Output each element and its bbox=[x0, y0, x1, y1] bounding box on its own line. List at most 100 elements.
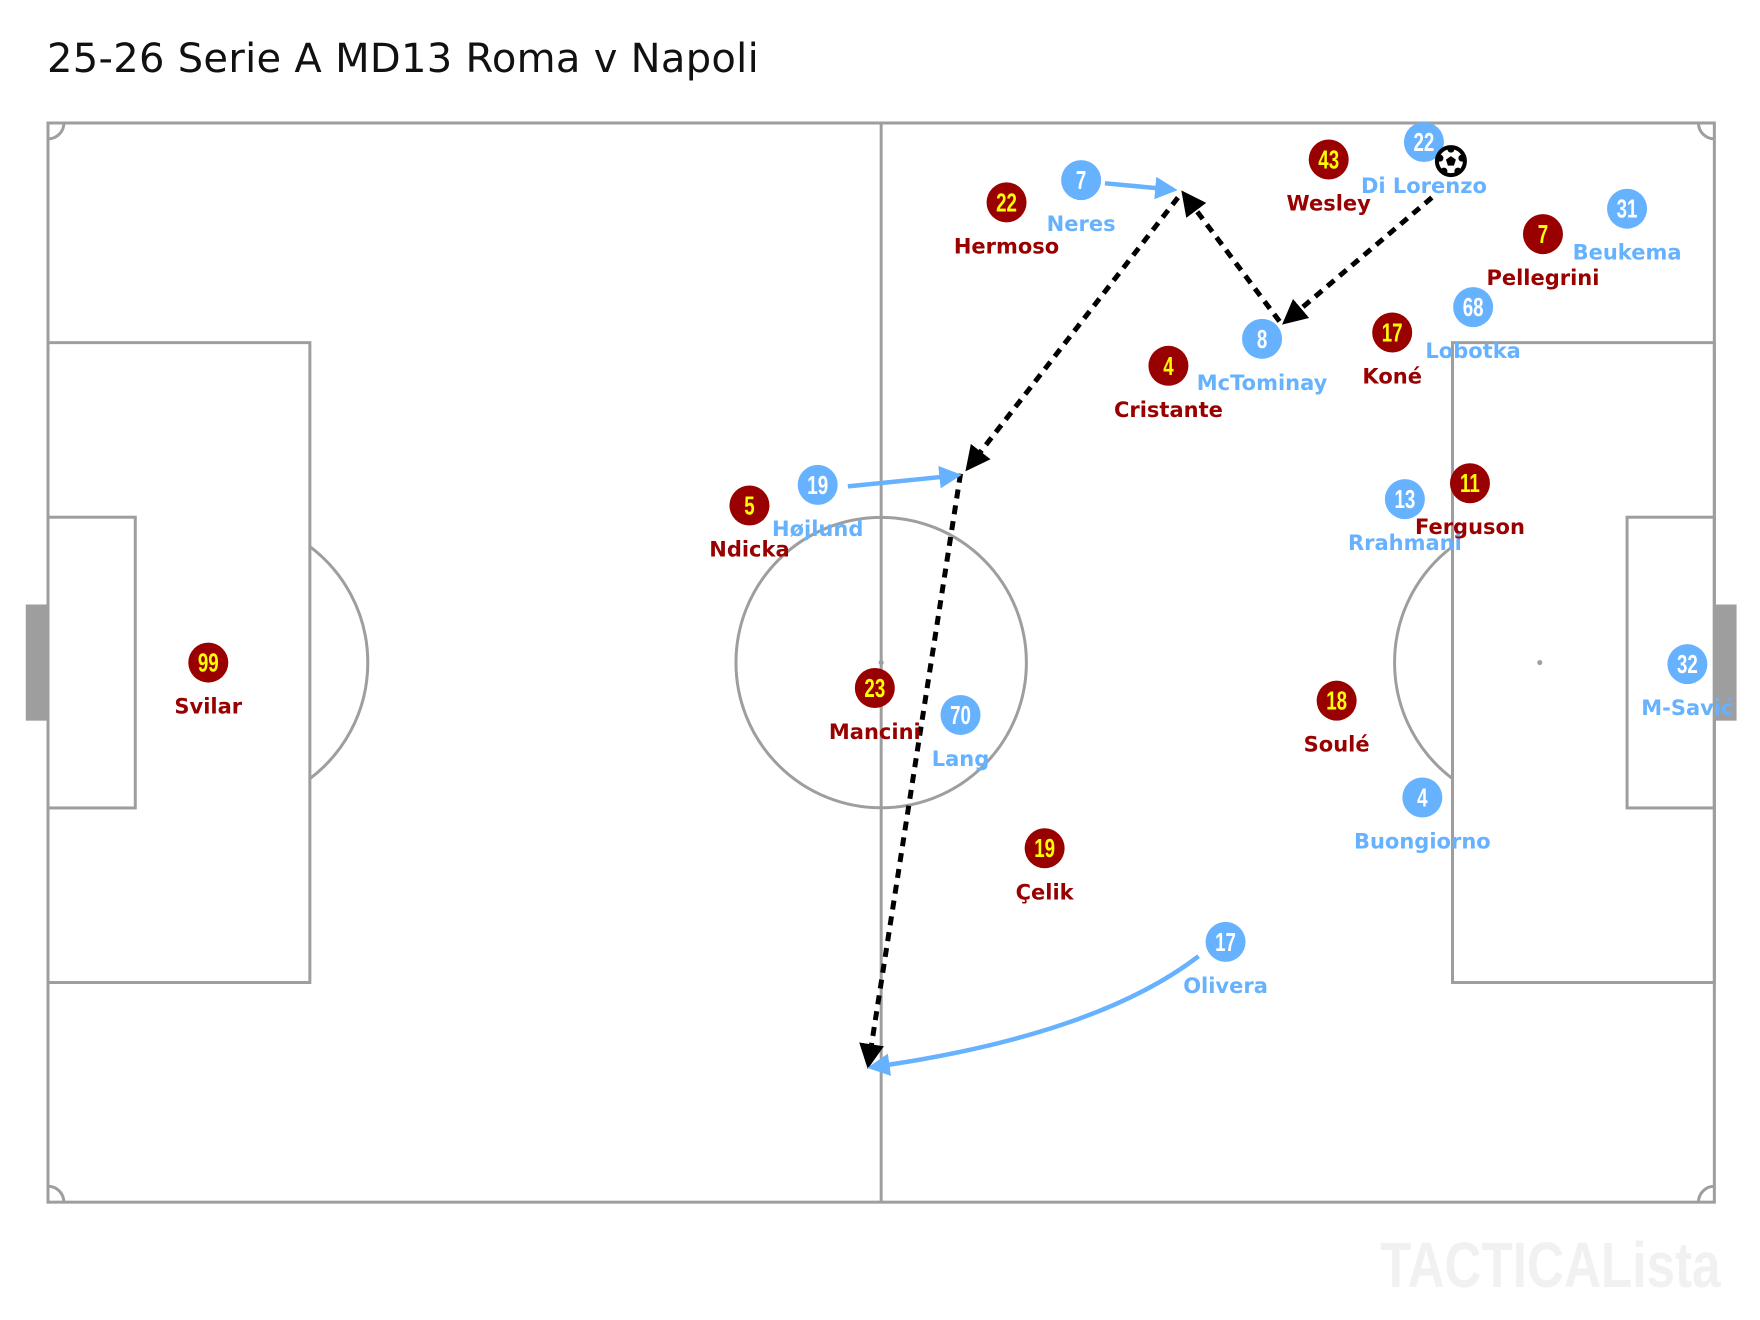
pass-arrow bbox=[965, 196, 1180, 472]
player-number: 4 bbox=[1417, 782, 1428, 812]
goal-left bbox=[25, 604, 48, 721]
player-name: Lang bbox=[932, 747, 990, 771]
ball-patch bbox=[1440, 167, 1448, 175]
player-name: M-Savić bbox=[1641, 696, 1733, 720]
center-spot bbox=[878, 660, 884, 666]
corner-arc-bl bbox=[47, 1184, 66, 1203]
ball-patch bbox=[1447, 145, 1455, 153]
player-name: Çelik bbox=[1016, 880, 1075, 904]
pass-arrow bbox=[1181, 190, 1282, 323]
ball-pentagon bbox=[1445, 156, 1456, 166]
player-number: 19 bbox=[1034, 833, 1055, 863]
corner-arc-tl bbox=[47, 122, 66, 141]
player-number: 13 bbox=[1394, 484, 1415, 514]
player-name: Hermoso bbox=[954, 234, 1059, 258]
player-marker bbox=[188, 642, 229, 683]
player-name: Buongiorno bbox=[1354, 829, 1491, 853]
player-number: 23 bbox=[864, 673, 885, 703]
player-number: 32 bbox=[1677, 649, 1698, 679]
player-marker bbox=[1453, 287, 1494, 328]
player-name: Mancini bbox=[829, 720, 921, 744]
player-marker bbox=[797, 464, 838, 505]
watermark-logo: TACTICALista bbox=[1379, 1229, 1720, 1301]
ball-patch bbox=[1458, 154, 1466, 162]
player-name: Beukema bbox=[1573, 241, 1682, 265]
chart-title: 25-26 Serie A MD13 Roma v Napoli bbox=[47, 36, 760, 82]
penalty-area-left bbox=[46, 341, 312, 985]
player-number: 68 bbox=[1463, 292, 1484, 322]
player-number: 17 bbox=[1382, 317, 1403, 347]
ball-patch bbox=[1436, 154, 1444, 162]
center-circle bbox=[734, 515, 1028, 810]
player-number: 4 bbox=[1163, 351, 1174, 381]
player-number: 17 bbox=[1215, 927, 1236, 957]
player-marker bbox=[1316, 680, 1357, 721]
run-arrow bbox=[847, 465, 962, 489]
player-number: 22 bbox=[1414, 127, 1435, 157]
penalty-spot-right bbox=[1537, 660, 1543, 666]
player-name: Ndicka bbox=[709, 537, 789, 561]
run-arrow bbox=[867, 954, 1200, 1076]
player-marker bbox=[1522, 214, 1563, 255]
player-name: Højlund bbox=[772, 517, 863, 541]
player-name: Ferguson bbox=[1415, 515, 1525, 539]
player-away_team-1: 22 Di Lorenzo bbox=[1361, 122, 1487, 198]
player-name: Lobotka bbox=[1425, 339, 1520, 363]
player-number: 11 bbox=[1460, 468, 1480, 498]
player-marker bbox=[1607, 188, 1648, 229]
player-number: 5 bbox=[744, 490, 754, 520]
player-name: Svilar bbox=[174, 695, 242, 719]
player-marker bbox=[986, 182, 1027, 223]
player-number: 7 bbox=[1076, 165, 1086, 195]
player-marker bbox=[1205, 921, 1246, 962]
player-number: 99 bbox=[198, 647, 219, 677]
player-marker bbox=[1308, 139, 1349, 180]
player-marker bbox=[1242, 318, 1283, 359]
player-name: Rrahmani bbox=[1348, 531, 1462, 555]
player-number: 22 bbox=[996, 187, 1017, 217]
arrows-layer bbox=[847, 176, 1434, 1076]
pitch-markings bbox=[25, 121, 1737, 1204]
player-marker bbox=[1402, 777, 1443, 818]
corner-arc-br bbox=[1696, 1184, 1715, 1203]
ball-icon bbox=[1434, 145, 1467, 178]
player-number: 18 bbox=[1326, 686, 1347, 716]
player-marker bbox=[1024, 828, 1065, 869]
player-number: 19 bbox=[807, 470, 828, 500]
player-number: 43 bbox=[1318, 144, 1339, 174]
corner-arc-tr bbox=[1696, 122, 1715, 141]
player-marker bbox=[1667, 644, 1708, 685]
player-name: Olivera bbox=[1183, 974, 1268, 998]
player-name: Soulé bbox=[1304, 733, 1370, 757]
run-arrow bbox=[1104, 176, 1178, 200]
player-number: 8 bbox=[1257, 324, 1267, 354]
ball-patch bbox=[1454, 167, 1462, 175]
player-number: 70 bbox=[950, 700, 971, 730]
player-name: Pellegrini bbox=[1486, 266, 1599, 290]
player-marker bbox=[940, 694, 981, 735]
player-name: Koné bbox=[1362, 364, 1422, 388]
penalty-arc-right bbox=[1393, 545, 1454, 780]
player-marker bbox=[1061, 160, 1102, 201]
pass-arrow bbox=[859, 473, 963, 1070]
player-name: Di Lorenzo bbox=[1361, 174, 1487, 198]
player-away_team-8: 32M-Savić bbox=[1641, 644, 1733, 720]
